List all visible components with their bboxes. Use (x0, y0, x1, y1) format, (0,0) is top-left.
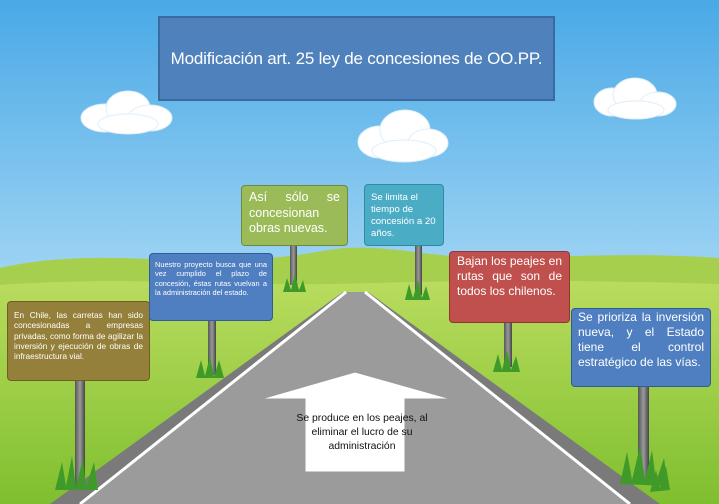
title-box: Modificación art. 25 ley de concesiones … (158, 16, 555, 101)
sign-pole (208, 320, 216, 375)
info-box-text: Se prioriza la inversión nueva, y el Est… (578, 310, 704, 369)
arrow-label: Se produce en los peajes, al eliminar el… (296, 413, 428, 453)
page-title: Modificación art. 25 ley de concesiones … (170, 48, 543, 68)
sign-pole (415, 245, 422, 295)
sign-pole (75, 380, 85, 490)
info-box-new-works: Así sólo se concesionan obras nuevas. (241, 185, 348, 246)
cloud-left (80, 90, 173, 135)
info-box-tolls: Bajan los peajes en rutas que son de tod… (449, 251, 570, 323)
road-edge-right (364, 290, 631, 504)
info-box-chile-concessions: En Chile, las carretas han sido concesio… (7, 301, 150, 381)
info-box-text: Así sólo se concesionan obras nuevas. (249, 190, 340, 236)
info-box-text: Bajan los peajes en rutas que son de tod… (457, 254, 562, 298)
info-box-text: Nuestro proyecto busca que una vez cumpl… (155, 260, 267, 297)
info-box-text: En Chile, las carretas han sido concesio… (14, 310, 143, 362)
cloud-right (593, 77, 677, 120)
info-box-state-control: Se prioriza la inversión nueva, y el Est… (571, 308, 711, 387)
info-box-text: Se limita el tiempo de concesión a 20 añ… (371, 192, 436, 239)
road-edge-left (79, 290, 347, 504)
sign-pole (504, 322, 512, 367)
grass-tufts (55, 274, 670, 492)
cloud-center (357, 109, 449, 163)
info-box-time-limit: Se limita el tiempo de concesión a 20 añ… (364, 184, 444, 246)
sign-pole (638, 386, 649, 481)
sign-pole (290, 245, 297, 285)
arrow-shape (260, 371, 452, 473)
info-box-project-goal: Nuestro proyecto busca que una vez cumpl… (149, 253, 273, 321)
